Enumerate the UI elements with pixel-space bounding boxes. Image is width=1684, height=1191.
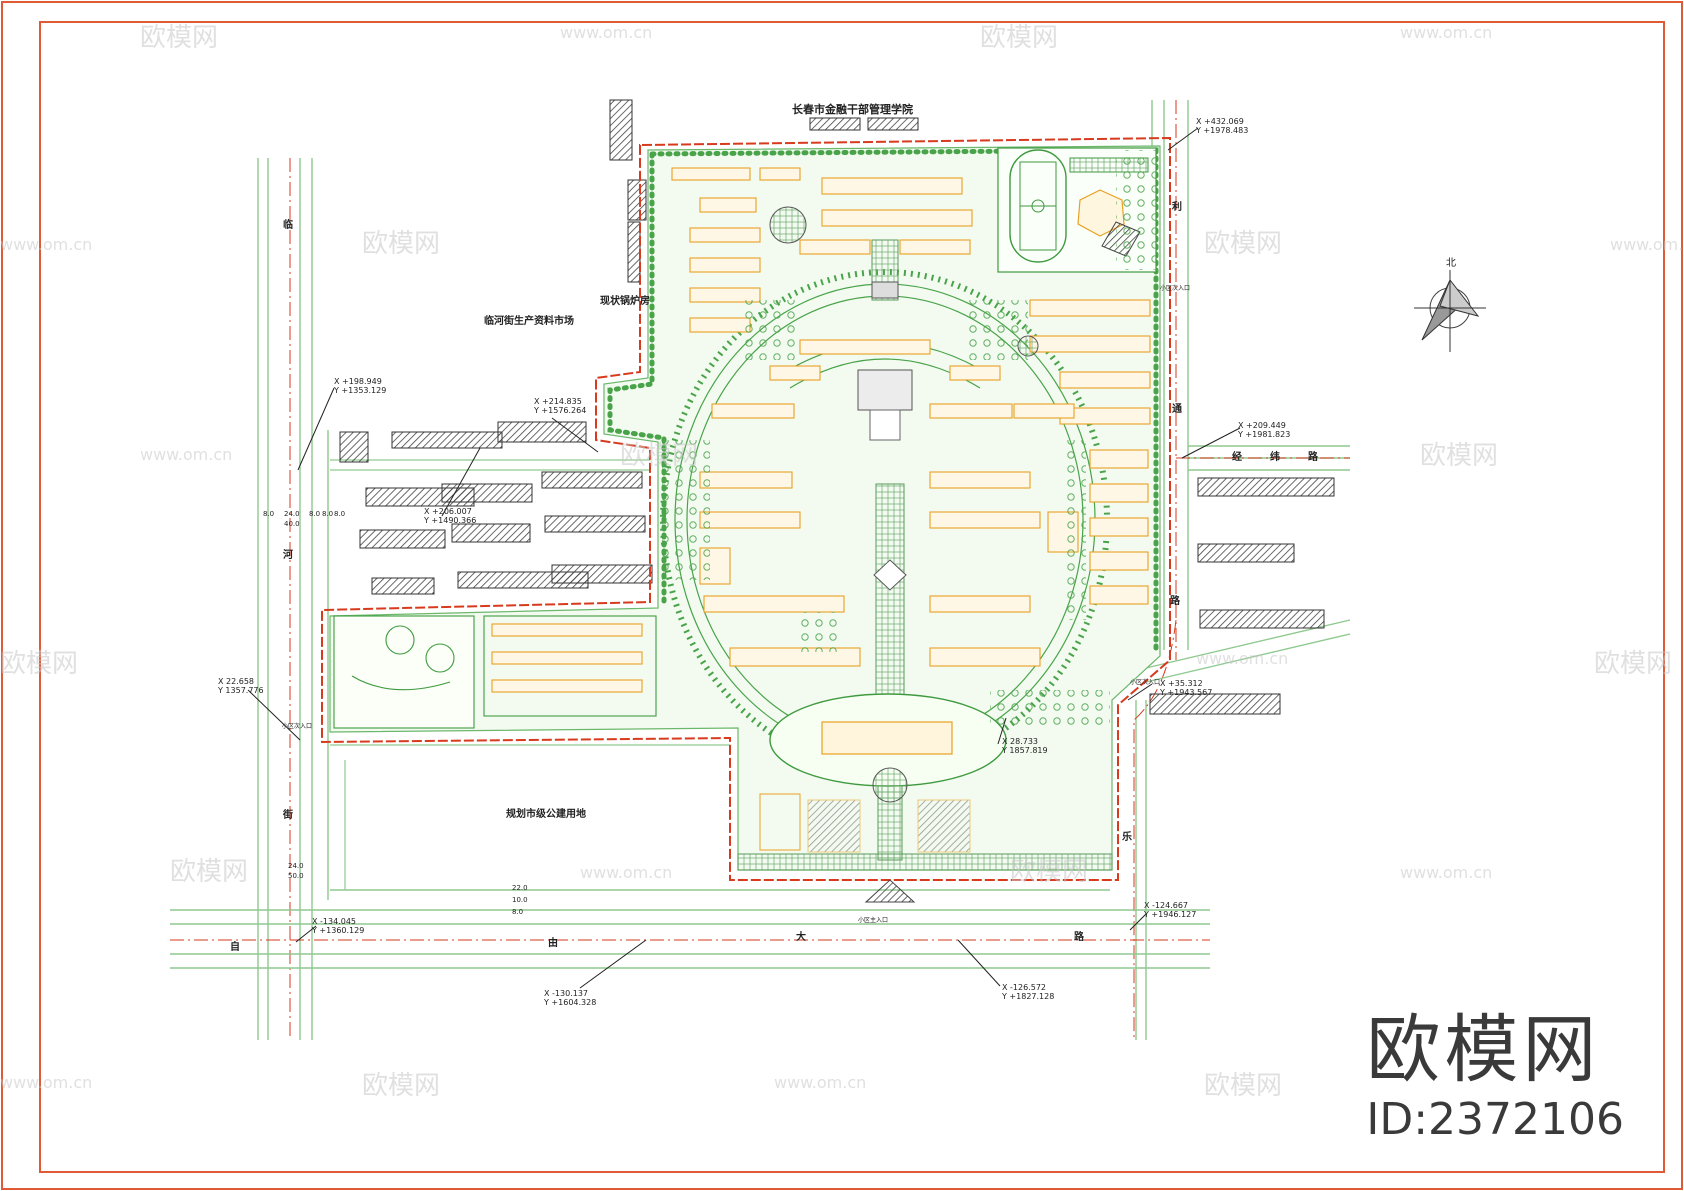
watermark-brand: 欧模网 bbox=[0, 649, 78, 679]
dim-vertical-1: 22.0 bbox=[512, 884, 528, 892]
south-street-char-1: 自 bbox=[230, 940, 240, 953]
watermark-url: www.om.cn bbox=[580, 863, 672, 882]
coord-3-y: Y +1576.264 bbox=[533, 406, 586, 415]
east-street-char-1: 利 bbox=[1172, 200, 1182, 213]
inner-road bbox=[330, 459, 730, 890]
coord-9-y: Y +1946.127 bbox=[1143, 910, 1196, 919]
coord-6-y: Y 1357.776 bbox=[217, 686, 264, 695]
entrance-main: 小区主入口 bbox=[858, 916, 888, 924]
coord-5-y: Y +1490.366 bbox=[423, 516, 476, 525]
dim-south-2: 50.0 bbox=[288, 872, 304, 880]
jingwei-char-1: 经 bbox=[1232, 450, 1242, 463]
coord-10-y: Y +1360.129 bbox=[311, 926, 364, 935]
coord-7-y: Y +1943.567 bbox=[1159, 688, 1212, 697]
watermark-brand: 欧模网 bbox=[140, 23, 218, 53]
coord-2-y: Y +1353.129 bbox=[333, 386, 386, 395]
coord-12-y: Y +1827.128 bbox=[1001, 992, 1054, 1001]
east-street-curve bbox=[1133, 619, 1177, 1040]
south-plaza bbox=[737, 693, 1113, 903]
south-street bbox=[170, 889, 1210, 969]
coord-4-x: X +209.449 bbox=[1238, 421, 1286, 430]
coord-1-y: Y +1978.483 bbox=[1195, 126, 1248, 135]
south-street-char-2: 由 bbox=[548, 936, 558, 949]
watermark-url: www.om.cn bbox=[774, 1073, 866, 1092]
existing-buildings bbox=[339, 99, 1335, 715]
site-boundary bbox=[321, 136, 1171, 881]
jingwei-char-2: 纬 bbox=[1270, 450, 1280, 463]
coord-3-x: X +214.835 bbox=[534, 397, 582, 406]
dim-west-6: 8.0 bbox=[334, 510, 345, 518]
coord-10-x: X -134.045 bbox=[312, 917, 356, 926]
watermark-url: www.om.cn bbox=[560, 23, 652, 42]
label-market: 临河街生产资料市场 bbox=[484, 314, 574, 327]
watermark-brand: 欧模网 bbox=[1010, 857, 1088, 887]
coord-12-x: X -126.572 bbox=[1002, 983, 1046, 992]
dim-west-5: 8.0 bbox=[322, 510, 333, 518]
label-institute: 长春市金融干部管理学院 bbox=[792, 102, 913, 116]
watermark-brand: 欧模网 bbox=[1204, 229, 1282, 259]
watermark-url: www.om.cn bbox=[1610, 235, 1684, 254]
east-lower-street-char: 乐 bbox=[1122, 830, 1132, 843]
coord-11-y: Y +1604.328 bbox=[543, 998, 596, 1007]
watermark-brand: 欧模网 bbox=[1594, 649, 1672, 679]
dim-south-1: 24.0 bbox=[288, 862, 304, 870]
watermark-url: www.om.cn bbox=[1400, 23, 1492, 42]
dim-west-4: 8.0 bbox=[309, 510, 320, 518]
west-garden bbox=[333, 615, 657, 729]
dim-west-1: 8.0 bbox=[263, 510, 274, 518]
tree-fills bbox=[662, 150, 1156, 730]
coord-6-x: X 22.658 bbox=[218, 677, 254, 686]
entrance-northeast: 小区次入口 bbox=[1160, 284, 1190, 292]
coord-4-y: Y +1981.823 bbox=[1237, 430, 1290, 439]
watermark-brand: 欧模网 bbox=[1204, 1071, 1282, 1101]
coordinate-leaders bbox=[247, 127, 1241, 989]
jingwei-char-3: 路 bbox=[1308, 450, 1319, 463]
watermark-brand: 欧模网 bbox=[170, 857, 248, 887]
dim-vertical-2: 10.0 bbox=[512, 896, 528, 904]
coord-5-x: X +206.007 bbox=[424, 507, 472, 516]
coord-7-x: X +35.312 bbox=[1160, 679, 1203, 688]
watermark-brand: 欧模网 bbox=[362, 229, 440, 259]
coord-9-x: X -124.667 bbox=[1144, 901, 1188, 910]
label-public-land: 规划市级公建用地 bbox=[506, 807, 586, 820]
watermark-url: www.om.cn bbox=[0, 1073, 92, 1092]
east-street-char-3: 路 bbox=[1170, 594, 1181, 607]
watermark-url: www.om.cn bbox=[1400, 863, 1492, 882]
watermark-id: ID:2372106 bbox=[1366, 1094, 1624, 1145]
drawing-frame bbox=[39, 21, 1665, 1173]
residential-buildings bbox=[349, 167, 1151, 693]
west-street-char-2: 河 bbox=[283, 549, 293, 561]
west-street-char-1: 临 bbox=[283, 218, 293, 231]
dim-west-3: 40.0 bbox=[284, 520, 300, 528]
watermark-brand: 欧模网 bbox=[1420, 441, 1498, 471]
north-label: 北 bbox=[1446, 257, 1456, 269]
watermark-url: www.om.cn bbox=[1196, 649, 1288, 668]
watermark-logo-text: 欧模网 bbox=[1366, 1007, 1601, 1093]
west-street bbox=[257, 158, 329, 1040]
dim-west-2: 24.0 bbox=[284, 510, 300, 518]
coord-11-x: X -130.137 bbox=[544, 989, 588, 998]
watermark-url: www.om.cn bbox=[0, 235, 92, 254]
club-center bbox=[857, 369, 913, 441]
watermark-logo-block: 欧模网 ID:2372106 bbox=[1366, 1010, 1624, 1146]
coord-2-x: X +198.949 bbox=[334, 377, 382, 386]
coord-8-x: X 28.733 bbox=[1002, 737, 1038, 746]
north-arrow-icon: 北 bbox=[1414, 257, 1486, 352]
south-street-char-4: 路 bbox=[1074, 930, 1085, 943]
coord-1-x: X +432.069 bbox=[1196, 117, 1244, 126]
watermark-brand: 欧模网 bbox=[362, 1071, 440, 1101]
entrance-east: 小区次入口 bbox=[1130, 678, 1160, 686]
watermark-brand: 欧模网 bbox=[980, 23, 1058, 53]
dim-vertical-3: 8.0 bbox=[512, 908, 523, 916]
coord-8-y: Y 1857.819 bbox=[1001, 746, 1048, 755]
watermark-brand: 欧模网 bbox=[620, 441, 698, 471]
watermark-url: www.om.cn bbox=[140, 445, 232, 464]
south-street-char-3: 大 bbox=[796, 930, 806, 943]
west-street-char-3: 街 bbox=[282, 808, 293, 821]
label-boiler: 现状锅炉房 bbox=[600, 294, 650, 307]
east-street-char-2: 通 bbox=[1172, 403, 1182, 415]
entrance-west: 小区次入口 bbox=[282, 722, 312, 730]
